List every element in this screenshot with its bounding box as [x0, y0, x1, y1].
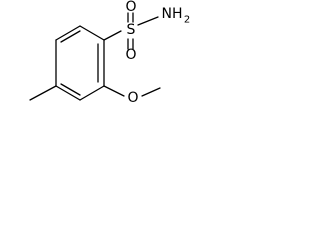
sulfur-nitrogen-bond [137, 16, 159, 26]
sulfur-atom-label: S [127, 22, 136, 38]
ring-bond-6 [79, 25, 105, 41]
oxygen-bottom-atom-label: O [125, 47, 136, 63]
methyl-bond [29, 85, 57, 101]
ring-double-bond-inner-2 [60, 30, 81, 43]
chemical-structure-diagram: S O O NH 2 O [29, 0, 190, 106]
methoxy-methyl-bond [141, 87, 161, 97]
amine-atom-label: NH [162, 6, 183, 22]
carbon-sulfur-bond [103, 30, 122, 41]
ring-bond-2 [79, 85, 105, 101]
ring-bond-3 [55, 85, 81, 101]
ring-double-bond-inner-3 [60, 83, 81, 96]
oxygen-top-atom-label: O [125, 0, 136, 15]
carbon-methoxy-oxygen-bond [103, 85, 125, 97]
ring-bond-5 [55, 25, 81, 41]
amine-subscript-label: 2 [184, 15, 190, 26]
benzene-ring [55, 25, 105, 101]
methoxy-oxygen-atom-label: O [127, 90, 138, 106]
